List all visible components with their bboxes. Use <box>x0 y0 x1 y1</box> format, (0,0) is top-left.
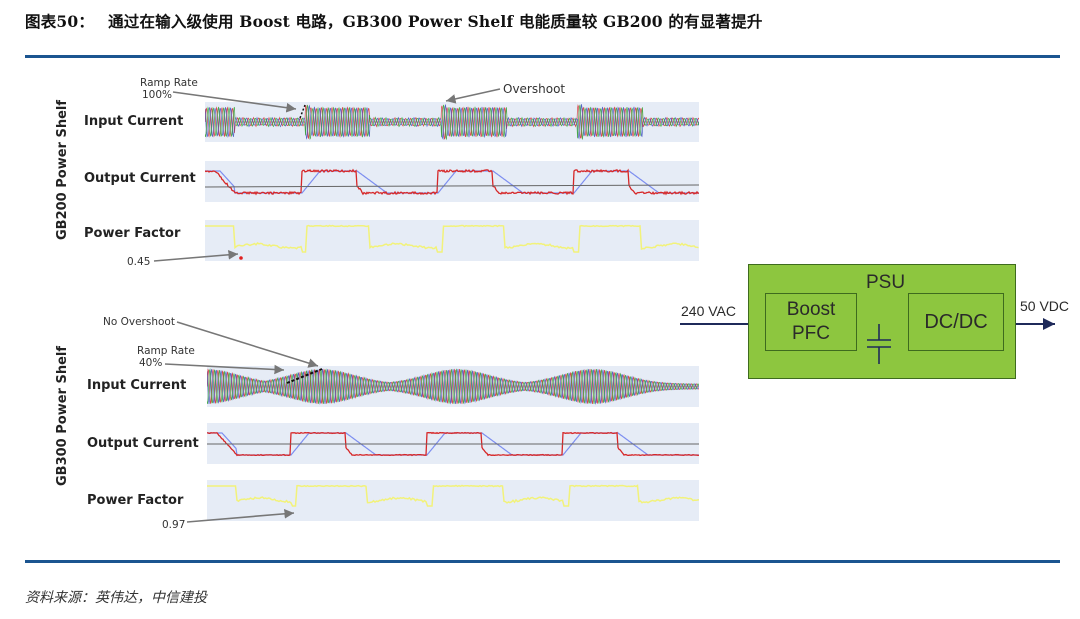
input-voltage-label: 240 VAC <box>681 303 736 319</box>
measured-trace <box>206 431 700 457</box>
dcdc-block: DC/DC <box>908 293 1004 351</box>
phase-2-trace <box>206 369 700 405</box>
gb300-input-current-waveform <box>206 368 700 405</box>
phase-3-trace <box>204 104 700 141</box>
gb200-ramp-arrow <box>172 91 297 113</box>
phase-1-trace <box>204 104 700 140</box>
figure-caption: 通过在输入级使用 Boost 电路，GB300 Power Shelf 电能质量… <box>108 12 763 31</box>
gb300-pf-arrow <box>186 509 295 523</box>
pf-min-marker <box>239 256 243 260</box>
gb200-output-current-waveform <box>204 168 700 196</box>
gb300-ramp-rate-value: 40% <box>139 357 163 369</box>
measured-trace <box>204 168 700 196</box>
phase-3-trace <box>206 368 700 404</box>
gb200-overshoot-label: Overshoot <box>503 82 566 96</box>
gb200-ramp-rate-label: Ramp Rate <box>140 77 198 89</box>
boost-pfc-line1: Boost <box>786 299 836 320</box>
dcdc-label: DC/DC <box>924 310 988 333</box>
gb200-output-current-plot <box>204 161 700 202</box>
gb200-power-factor-label: Power Factor <box>84 226 181 241</box>
top-rule <box>25 55 1060 58</box>
figure-number: 图表50： <box>25 12 95 31</box>
gb200-pf-arrow <box>153 250 239 262</box>
boost-pfc-line2: PFC <box>792 323 830 344</box>
gb300-pf-min-label: 0.97 <box>162 519 186 531</box>
gb200-ramp-rate-value: 100% <box>142 89 173 101</box>
gb200-output-current-label: Output Current <box>84 171 196 186</box>
gb300-ramp-dash <box>286 368 323 384</box>
gb300-output-current-label: Output Current <box>87 436 199 451</box>
gb300-ramp-arrow <box>164 363 285 375</box>
gb300-no-overshoot-arrow <box>176 321 319 368</box>
psu-label: PSU <box>866 272 906 293</box>
gb200-power-factor-waveform <box>205 224 699 260</box>
psu-container <box>748 264 1016 379</box>
gb300-no-overshoot-label: No Overshoot <box>103 316 175 328</box>
gb300-power-factor-label: Power Factor <box>87 493 184 508</box>
source-note: 资料来源：英伟达，中信建投 <box>25 590 207 606</box>
gb300-input-current-plot <box>206 366 700 407</box>
gb300-output-current-waveform <box>206 431 700 457</box>
gb200-ramp-dash <box>299 104 306 119</box>
power-factor-trace <box>207 484 700 507</box>
phase-2-trace <box>204 104 700 140</box>
power-factor-trace <box>205 224 699 253</box>
gb200-power-factor-plot <box>205 220 699 261</box>
gb300-power-factor-waveform <box>207 484 700 507</box>
gb300-input-current-label: Input Current <box>87 378 187 393</box>
gb300-output-current-plot <box>206 423 700 464</box>
gb200-input-current-label: Input Current <box>84 114 184 129</box>
gb200-pf-min-label: 0.45 <box>127 256 151 268</box>
bottom-rule <box>25 560 1060 563</box>
output-voltage-label: 50 VDC <box>1020 298 1070 314</box>
gb200-overshoot-arrow <box>445 88 501 104</box>
figure-title: 图表50： 通过在输入级使用 Boost 电路，GB300 Power Shelf… <box>25 10 763 32</box>
average-trace <box>204 184 700 188</box>
boost-pfc-block: Boost PFC <box>765 293 857 351</box>
gb300-ramp-rate-label: Ramp Rate <box>137 345 195 357</box>
gb200-input-current-waveform <box>204 104 700 141</box>
